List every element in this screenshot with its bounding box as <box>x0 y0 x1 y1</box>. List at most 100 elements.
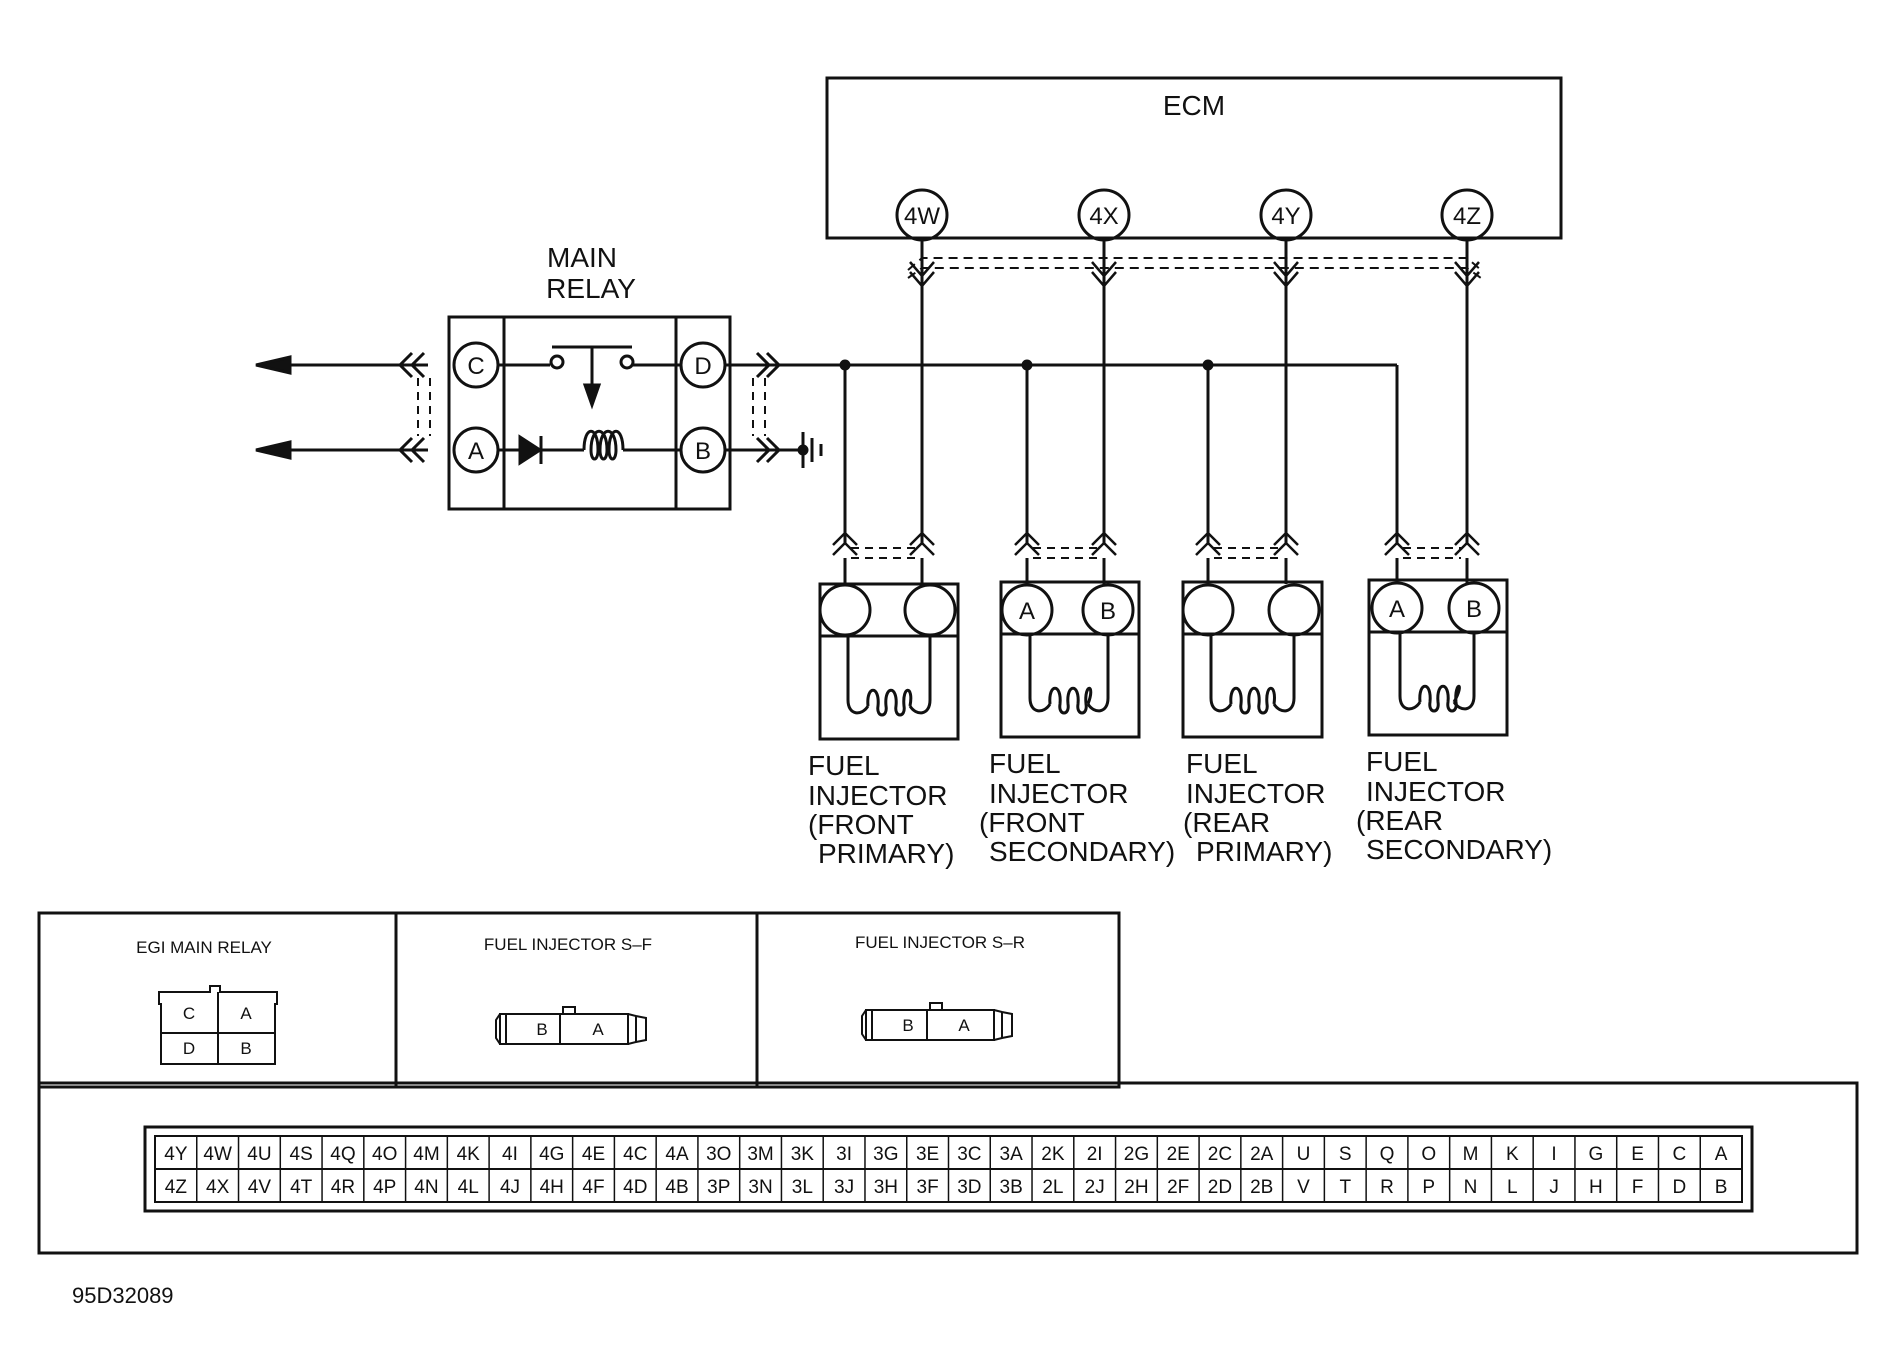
injector-sf-connector <box>495 1006 647 1045</box>
svg-text:INJECTOR: INJECTOR <box>989 778 1129 809</box>
ecm-box <box>825 76 1563 240</box>
ecm-pin-label: J <box>1549 1177 1559 1198</box>
relay-left-shield <box>417 378 431 436</box>
ecm-pin-label: 3P <box>707 1177 730 1198</box>
injector-label-rear-secondary: FUEL INJECTOR (REAR SECONDARY) <box>1356 746 1552 865</box>
ecm-pin-label: N <box>1464 1177 1478 1198</box>
main-relay-title: RELAY <box>546 273 636 304</box>
ecm-pin-label: 3H <box>874 1177 898 1198</box>
ecm-pin-label: F <box>1632 1177 1644 1198</box>
relay-coil <box>498 429 681 466</box>
main-relay-box <box>447 315 732 511</box>
svg-text:SECONDARY): SECONDARY) <box>989 836 1175 867</box>
injector-connector-shields <box>851 547 1461 559</box>
ecm-pin-label: 2E <box>1167 1144 1190 1165</box>
egi-main-relay-connector <box>158 985 278 1065</box>
svg-text:FUEL: FUEL <box>989 748 1061 779</box>
svg-text:PRIMARY): PRIMARY) <box>1196 836 1332 867</box>
relay-input-wires <box>255 351 428 464</box>
svg-text:SECONDARY): SECONDARY) <box>1366 834 1552 865</box>
ecm-pin-label: 2A <box>1250 1144 1274 1165</box>
ecm-pin-label: L <box>1507 1177 1518 1198</box>
ecm-pin-label: 4C <box>623 1144 647 1165</box>
ecm-pin-label: 2F <box>1167 1177 1189 1198</box>
ecm-terminal-label: 4Z <box>1453 203 1481 230</box>
ecm-pin-label: 4Y <box>164 1144 188 1165</box>
ecm-pin-label: 4H <box>540 1177 564 1198</box>
svg-text:INJECTOR: INJECTOR <box>1366 776 1506 807</box>
ecm-pin-label: 2B <box>1250 1177 1273 1198</box>
svg-text:(FRONT: (FRONT <box>979 807 1085 838</box>
ecm-pin-label: 3I <box>836 1144 852 1165</box>
injector-pin-label: B <box>1100 598 1116 625</box>
connector-cell-label: B <box>902 1016 913 1035</box>
ecm-pin-label: 3K <box>791 1144 815 1165</box>
svg-text:FUEL: FUEL <box>808 750 880 781</box>
ecm-pin-label: 3C <box>957 1144 981 1165</box>
relay-right-shield <box>752 378 766 436</box>
ecm-pin-label: 4T <box>290 1177 313 1198</box>
ecm-pin-label: E <box>1631 1144 1644 1165</box>
ecm-pin-label: 2C <box>1208 1144 1232 1165</box>
ecm-pin-label: 4I <box>502 1144 518 1165</box>
injector-pin-label: A <box>1389 596 1405 623</box>
ecm-pin-label: 4K <box>457 1144 481 1165</box>
ecm-connector-shield <box>907 257 1482 279</box>
svg-text:PRIMARY): PRIMARY) <box>818 838 954 869</box>
ecm-pin-label: 3B <box>1000 1177 1023 1198</box>
ecm-pin-label: 3N <box>748 1177 772 1198</box>
egi-main-relay-title: EGI MAIN RELAY <box>136 938 272 957</box>
ecm-pin-label: 4N <box>414 1177 438 1198</box>
ecm-pin-label: 2H <box>1124 1177 1148 1198</box>
ecm-pin-label: O <box>1421 1144 1436 1165</box>
ecm-pin-label: 3D <box>957 1177 981 1198</box>
svg-text:FUEL: FUEL <box>1186 748 1258 779</box>
ecm-pin-label: 2K <box>1041 1144 1065 1165</box>
ecm-pin-label: 4S <box>290 1144 313 1165</box>
ecm-pin-label: P <box>1422 1177 1435 1198</box>
ecm-pin-label: Q <box>1380 1144 1395 1165</box>
power-bus-drops <box>839 359 1399 545</box>
ecm-pin-label: T <box>1339 1177 1351 1198</box>
connector-cell-label: A <box>958 1016 970 1035</box>
ecm-pin-label: 3J <box>834 1177 854 1198</box>
ecm-pin-label: A <box>1715 1144 1728 1165</box>
ecm-pin-label: C <box>1672 1144 1686 1165</box>
ecm-pin-label: 4J <box>500 1177 520 1198</box>
ecm-pin-label: 3E <box>916 1144 939 1165</box>
connector-cell-label: B <box>536 1020 547 1039</box>
svg-text:INJECTOR: INJECTOR <box>1186 778 1326 809</box>
ecm-pin-label: 4Z <box>165 1177 188 1198</box>
svg-text:(FRONT: (FRONT <box>808 809 914 840</box>
relay-terminal-label: A <box>468 438 484 465</box>
ecm-pin-label: 4O <box>372 1144 397 1165</box>
ecm-pin-label: 4X <box>206 1177 230 1198</box>
ecm-pin-label: B <box>1715 1177 1728 1198</box>
relay-output-wires <box>725 351 1397 464</box>
ecm-pin-label: 4B <box>665 1177 688 1198</box>
ecm-signal-wires <box>920 240 1469 545</box>
ecm-pin-label: 4M <box>413 1144 439 1165</box>
ecm-pin-label: 4G <box>539 1144 564 1165</box>
injector-label-front-primary: FUEL INJECTOR (FRONT PRIMARY) <box>808 750 954 869</box>
ecm-pin-label: M <box>1463 1144 1479 1165</box>
ecm-pin-label: 4U <box>247 1144 271 1165</box>
injector-pin-label: B <box>1466 596 1482 623</box>
injector-sr-title: FUEL INJECTOR S–R <box>855 933 1025 952</box>
connector-cell-label: A <box>240 1004 252 1023</box>
ecm-pin-label: H <box>1589 1177 1603 1198</box>
ecm-pin-label: 2J <box>1085 1177 1105 1198</box>
ecm-pin-label: 2I <box>1087 1144 1103 1165</box>
relay-terminal-label: B <box>695 438 711 465</box>
ecm-pin-label: 2D <box>1208 1177 1232 1198</box>
ecm-pin-label: U <box>1297 1144 1311 1165</box>
injector-sr-connector <box>861 1002 1013 1041</box>
relay-contact <box>498 345 681 410</box>
main-relay-title: MAIN <box>547 242 617 273</box>
relay-terminal-label: C <box>467 353 484 380</box>
ecm-pin-label: 4D <box>623 1177 647 1198</box>
figure-code: 95D32089 <box>72 1283 174 1308</box>
ecm-pin-label: V <box>1297 1177 1310 1198</box>
